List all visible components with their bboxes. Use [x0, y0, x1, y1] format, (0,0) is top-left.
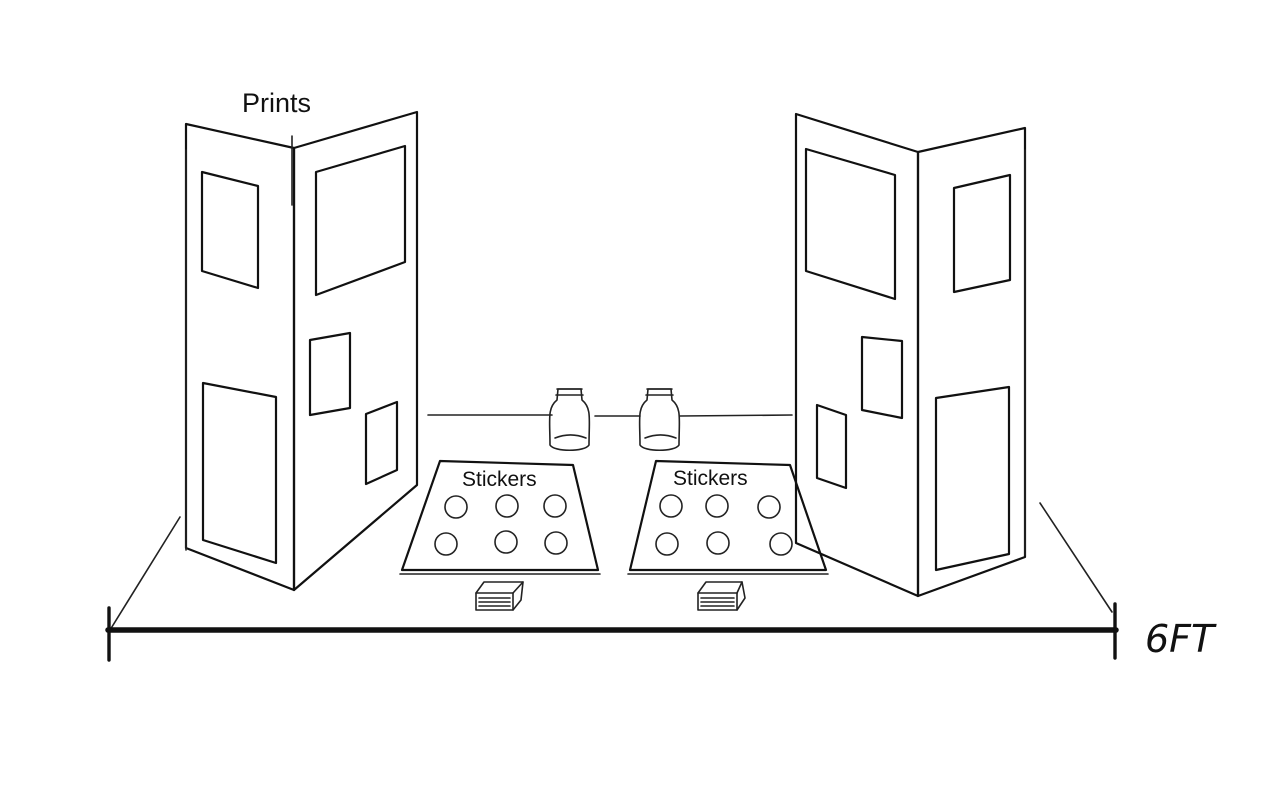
sticker-slot [544, 531, 568, 555]
prints-label: Prints [242, 88, 311, 118]
sticker-slot [706, 531, 730, 555]
stickers-label-left: Stickers [462, 468, 537, 491]
sticker-slot [769, 532, 793, 556]
right-print-panel [794, 112, 1027, 598]
print-frame [815, 403, 848, 490]
sticker-slot [659, 494, 683, 518]
print-frame [201, 381, 278, 565]
sticker-slot [757, 495, 781, 519]
tip-jar-left [548, 388, 591, 452]
print-frame [804, 147, 897, 301]
sticker-sheet-right [627, 459, 829, 575]
width-label: 6FT [1145, 617, 1217, 661]
sticker-slot [543, 494, 567, 518]
card-box-left [475, 581, 524, 611]
sticker-slot [495, 494, 519, 518]
sticker-slots [434, 494, 568, 556]
sticker-slot [444, 495, 468, 519]
left-print-panel [184, 110, 419, 592]
sticker-sheet-left [399, 459, 601, 575]
print-frame [308, 331, 352, 417]
tip-jar-right [638, 388, 681, 452]
print-frame [860, 335, 904, 420]
print-frame [314, 144, 407, 297]
width-dimension [105, 602, 1119, 662]
back-table-edge [427, 414, 793, 417]
print-frame [952, 173, 1012, 294]
sticker-slots [655, 494, 793, 556]
sticker-slot [494, 530, 518, 554]
print-frame [200, 170, 260, 290]
print-frame [934, 385, 1011, 572]
sticker-slot [655, 532, 679, 556]
sticker-slot [434, 532, 458, 556]
floor-lines [109, 502, 1113, 631]
stickers-label-right: Stickers [673, 467, 748, 490]
card-box-right [697, 581, 746, 611]
print-frame [364, 400, 399, 486]
sticker-slot [705, 494, 729, 518]
